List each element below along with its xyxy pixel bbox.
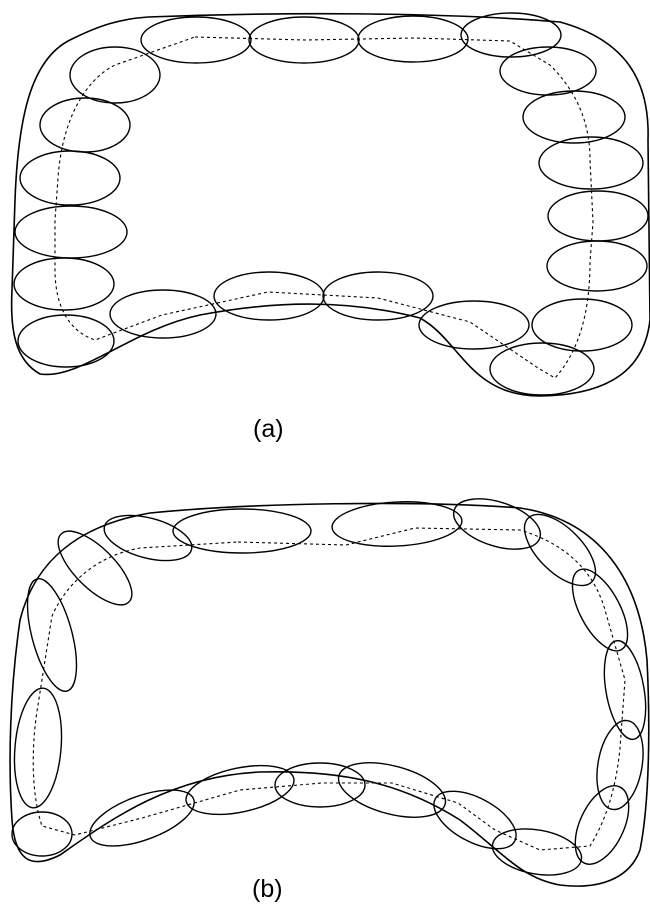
- panel-a-ellipse: [500, 47, 596, 95]
- panel-a-ellipse: [141, 17, 251, 63]
- panel-a-ellipse: [323, 272, 433, 320]
- panel-b-ellipse: [83, 779, 201, 858]
- panel-a-ellipse: [461, 13, 561, 57]
- panel-b-ellipse: [182, 757, 299, 823]
- panel-b-caption: (b): [252, 875, 283, 903]
- panel-b-ellipse: [489, 823, 585, 882]
- panel-a-ellipse: [490, 343, 594, 395]
- panel-b-envelope: [10, 503, 649, 886]
- panel-b-ellipse: [275, 763, 365, 807]
- panel-a-ellipse: [40, 98, 130, 152]
- panel-b-centerline: [33, 528, 625, 850]
- panel-a-ellipse: [14, 258, 114, 310]
- panel-b-ellipse: [564, 778, 639, 873]
- panel-a-ellipse: [214, 272, 324, 320]
- panel-b-ellipse: [513, 503, 608, 598]
- panel-a-ellipse: [110, 290, 216, 338]
- panel-a-centerline: [55, 37, 593, 378]
- panel-a-ellipse: [18, 315, 114, 367]
- panel-a: (a): [12, 13, 650, 443]
- panel-a-ellipse: [70, 47, 160, 103]
- panel-a-ellipse: [20, 151, 120, 205]
- panel-a-ellipse: [548, 191, 648, 241]
- panel-a-ellipse: [15, 206, 127, 258]
- panel-b: (b): [10, 489, 650, 903]
- panel-b-ellipse: [561, 561, 639, 659]
- panel-b-ellipse: [331, 499, 463, 550]
- panel-b-ellipse: [12, 812, 72, 856]
- panel-b-ellipse: [333, 753, 452, 828]
- panel-b-ellipse: [598, 637, 650, 742]
- panel-a-ellipse: [523, 91, 625, 143]
- panel-b-ellipse: [173, 509, 311, 553]
- panel-b-ellipse: [18, 574, 87, 696]
- panel-a-caption: (a): [253, 415, 284, 443]
- panel-a-envelope: [12, 14, 650, 396]
- panel-a-ellipse: [419, 301, 529, 349]
- panel-b-ellipse: [425, 779, 525, 860]
- panel-a-ellipse: [358, 16, 468, 62]
- panel-a-ellipse: [547, 241, 647, 291]
